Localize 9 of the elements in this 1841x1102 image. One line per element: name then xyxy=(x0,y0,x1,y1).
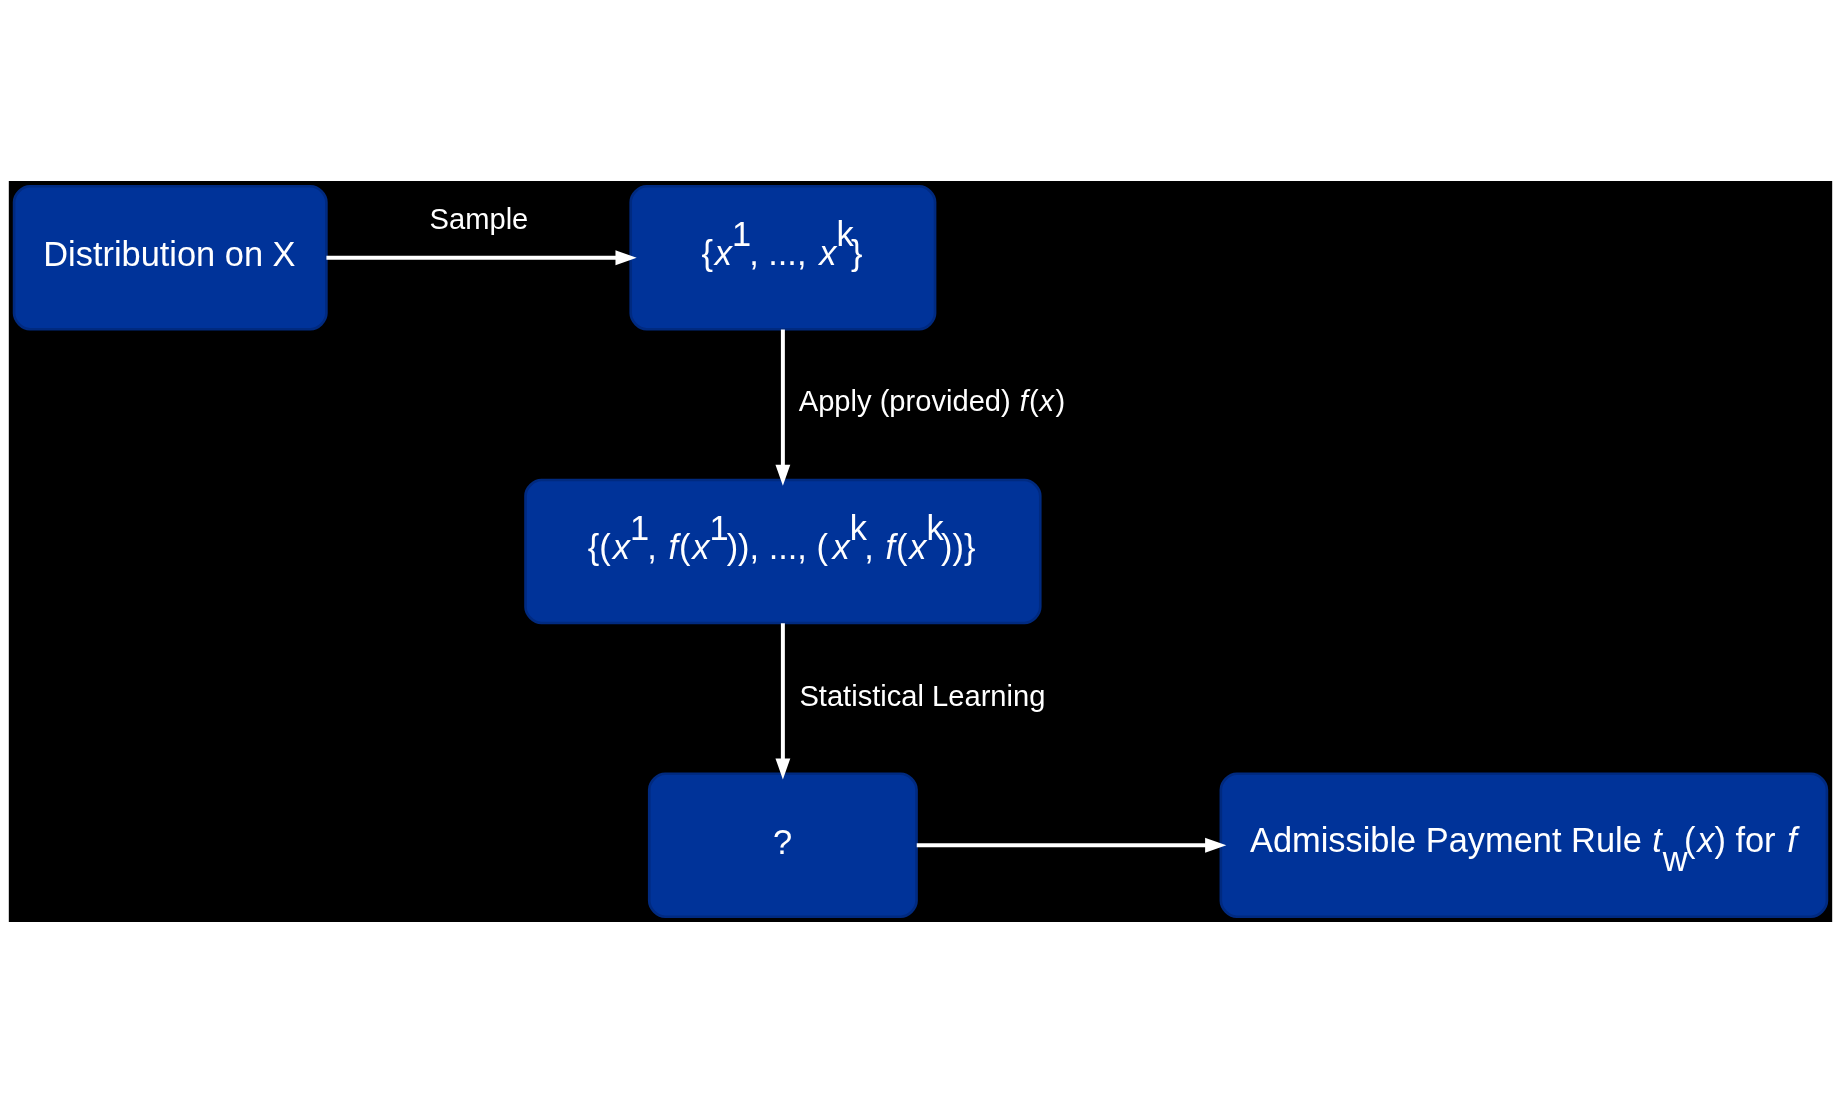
arrow xyxy=(775,329,791,486)
node-box: ? xyxy=(647,771,918,918)
node-box: Distribution on X xyxy=(12,184,328,331)
arrow xyxy=(775,622,791,780)
edge-label: Sample xyxy=(429,202,529,235)
edge-label: Statistical Learning xyxy=(799,679,1046,712)
edge-label: Apply (provided) f(x) xyxy=(798,384,1066,417)
arrow xyxy=(916,837,1227,853)
arrow xyxy=(326,249,637,265)
